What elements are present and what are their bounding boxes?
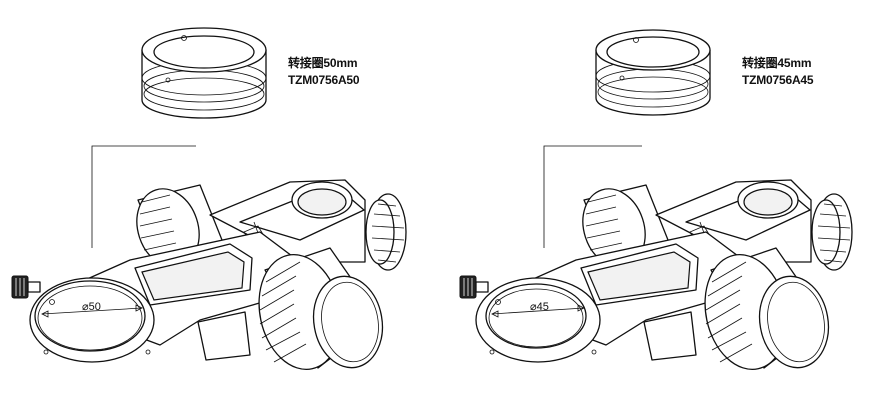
adapter-ring-icon (595, 29, 711, 116)
ring-code: TZM0756A50 (288, 73, 360, 87)
adapter-ring-icon (141, 27, 267, 119)
leader-line (543, 145, 642, 248)
knob-front-large-icon (258, 247, 384, 370)
diameter-label: ⌀45 (530, 301, 549, 313)
holder-top-block (209, 179, 366, 263)
ring-name: 转接圈45mm (742, 56, 812, 70)
knob-right-small-icon (365, 193, 407, 271)
thumb-screw-icon (11, 275, 41, 299)
holder-drawing-right (459, 29, 853, 370)
thumb-screw-icon (459, 275, 489, 299)
diameter-label: ⌀50 (82, 301, 101, 313)
ring-code: TZM0756A45 (742, 73, 814, 87)
ring-holder (29, 277, 155, 363)
ring-label: 转接圈50mm TZM0756A50 (288, 55, 360, 89)
ring-name: 转接圈50mm (288, 56, 358, 70)
holder-drawing-left (11, 27, 407, 370)
panel-left: 转接圈50mm TZM0756A50 ⌀50 (0, 0, 446, 415)
panel-right: 转接圈45mm TZM0756A45 ⌀45 (446, 0, 892, 415)
leader-line (91, 145, 196, 248)
ring-holder (475, 277, 601, 363)
knob-right-small-icon (811, 193, 853, 271)
ring-label: 转接圈45mm TZM0756A45 (742, 55, 814, 89)
knob-front-large-icon (704, 247, 830, 370)
